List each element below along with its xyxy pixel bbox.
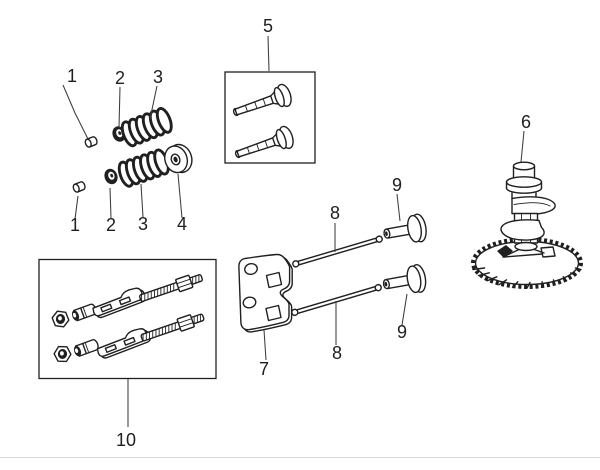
rocker-arm-kit-box — [38, 258, 217, 380]
compression-release-lever — [497, 245, 513, 258]
callout-5: 5 — [263, 16, 273, 36]
callout-8-upper: 8 — [330, 203, 340, 223]
cam-gear-helix-hatch — [472, 267, 582, 289]
valve-lifter-drawing-lower — [380, 262, 429, 299]
push-rod-guide-plate-drawing — [238, 253, 293, 333]
cam-flange — [505, 176, 543, 200]
guide-plate-round-hole-upper — [244, 262, 258, 276]
callout-1-upper: 1 — [67, 66, 77, 86]
callout-10: 10 — [116, 430, 136, 450]
valve-lifter-drawing-upper — [381, 212, 429, 249]
callout-6: 6 — [521, 112, 531, 132]
leader-7 — [263, 329, 267, 361]
leader-6 — [520, 130, 525, 163]
valve-stem-cap-drawing-lower — [71, 180, 87, 194]
callout-3-upper: 3 — [153, 67, 163, 87]
valve-spring-drawing-lower — [115, 146, 173, 190]
callout-9-upper: 9 — [392, 175, 402, 195]
rocker-arm-kit-group — [38, 258, 217, 380]
cam-shaft-stub-end — [514, 241, 538, 252]
leader-1a — [62, 84, 89, 140]
compression-release-weight — [540, 246, 556, 258]
guide-plate-round-hole-lower — [242, 296, 257, 309]
spring-retainer-washer-drawing — [164, 143, 193, 174]
cam-lobe-lower — [500, 219, 545, 241]
valve-set-box — [224, 71, 316, 164]
callout-2-upper: 2 — [115, 68, 125, 88]
leader-1b — [74, 195, 79, 220]
callout-3-lower: 3 — [138, 214, 148, 234]
callout-labels: 1 2 3 1 2 3 4 5 6 7 8 8 9 9 10 — [67, 16, 531, 450]
gear-face-strut-left — [502, 249, 519, 258]
push-rod-drawing-upper — [291, 234, 384, 269]
callout-2-lower: 2 — [106, 215, 116, 235]
valve-set-group — [224, 71, 316, 167]
callout-8-lower: 8 — [332, 343, 342, 363]
cam-gear-teeth — [471, 237, 583, 289]
callout-4: 4 — [177, 214, 187, 234]
callout-7: 7 — [259, 359, 269, 379]
callout-1-lower: 1 — [70, 215, 80, 235]
rocker-stud-drawing-lower — [138, 310, 207, 345]
cam-lobe-upper — [511, 196, 556, 215]
rocker-arm-drawing-lower — [94, 325, 152, 361]
compression-release-arm — [503, 253, 543, 258]
leader-4 — [177, 173, 183, 219]
leader-3a — [149, 85, 158, 120]
gear-face-strut-right — [532, 248, 545, 254]
valve-spring-drawing-upper — [117, 105, 176, 150]
hex-nut-drawing-upper — [50, 309, 71, 329]
leader-3b — [140, 183, 144, 218]
guide-plate-square-hole-lower — [265, 304, 282, 322]
leader-9a — [396, 193, 401, 222]
rocker-stud-drawing-upper — [137, 270, 205, 306]
leader-9b — [401, 293, 408, 326]
callout-9-lower: 9 — [397, 322, 407, 342]
valve-drawing-upper — [229, 81, 295, 125]
valve-spring-seat-drawing-lower — [102, 166, 120, 187]
hex-nut-drawing-lower — [53, 345, 72, 363]
leader-2a — [118, 86, 121, 129]
valve-drawing-lower — [231, 123, 297, 167]
callout-leader-lines — [62, 35, 525, 427]
leader-2b — [109, 187, 112, 219]
valve-hardware-group — [71, 105, 193, 194]
rocker-pivot-drawing-lower — [71, 338, 101, 358]
valve-stem-cap-drawing-upper — [83, 135, 99, 149]
guide-plate-square-hole-upper — [265, 271, 283, 289]
rocker-arm-drawing-upper — [90, 284, 148, 321]
camshaft-assembly-drawing — [471, 161, 583, 289]
leader-5 — [267, 35, 270, 72]
